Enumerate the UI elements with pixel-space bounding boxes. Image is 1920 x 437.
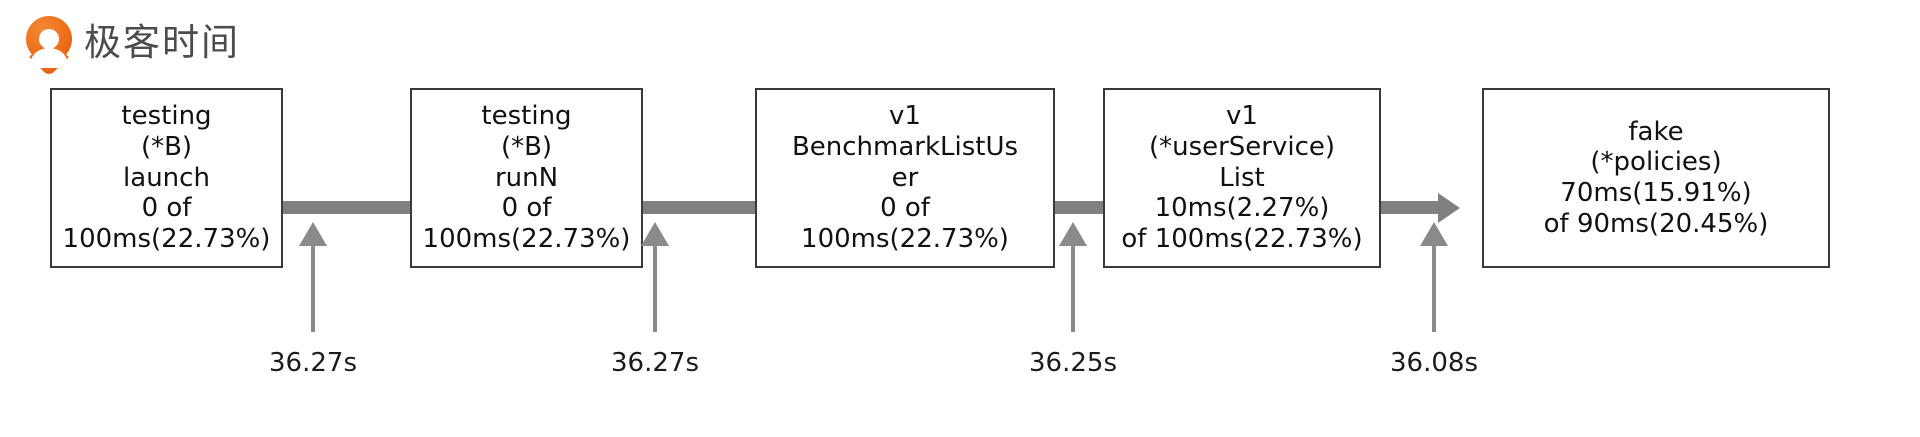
brand-header: 极客时间 bbox=[26, 16, 240, 68]
timestamp-label: 36.27s bbox=[269, 348, 357, 378]
flow-node-line: 10ms(2.27%) bbox=[1154, 193, 1330, 224]
flow-node-line: (*policies) bbox=[1590, 147, 1722, 178]
flow-node-line: 100ms(22.73%) bbox=[62, 224, 271, 254]
flow-node-line: testing bbox=[121, 101, 212, 132]
flow-node-line: v1 bbox=[1226, 101, 1258, 132]
flow-node-line: testing bbox=[481, 101, 572, 132]
flow-node[interactable]: fake(*policies)70ms(15.91%)of 90ms(20.45… bbox=[1482, 88, 1830, 268]
flow-connector bbox=[1381, 201, 1440, 214]
timestamp-label: 36.08s bbox=[1390, 348, 1478, 378]
flow-node-line: 0 of bbox=[141, 193, 192, 224]
flow-node-line: of 100ms(22.73%) bbox=[1121, 224, 1363, 254]
flow-node-line: v1 bbox=[889, 101, 921, 132]
flow-node-line: 70ms(15.91%) bbox=[1560, 178, 1752, 208]
flow-connector bbox=[1055, 201, 1103, 214]
timestamp-up-arrow-icon bbox=[299, 222, 327, 332]
flow-node-line: launch bbox=[123, 162, 210, 193]
geektime-pin-icon bbox=[26, 16, 72, 68]
flow-node-line: 100ms(22.73%) bbox=[801, 224, 1009, 254]
timestamp-up-arrow-icon bbox=[641, 222, 669, 332]
flow-node-line: (*userService) bbox=[1148, 131, 1336, 162]
flow-node-line: runN bbox=[494, 162, 559, 193]
flow-node-line: (*B) bbox=[500, 131, 553, 162]
flow-node-line: (*B) bbox=[140, 131, 193, 162]
timestamp-label: 36.25s bbox=[1029, 348, 1117, 378]
flow-connector bbox=[283, 201, 410, 214]
flow-connector bbox=[643, 201, 755, 214]
timestamp-label: 36.27s bbox=[611, 348, 699, 378]
brand-name: 极客时间 bbox=[84, 20, 240, 64]
flow-node-line: 0 of bbox=[880, 193, 930, 224]
timestamp-up-arrow-icon bbox=[1420, 222, 1448, 332]
flow-node-line: of 90ms(20.45%) bbox=[1543, 208, 1769, 239]
flow-node-line: er bbox=[891, 162, 919, 193]
flow-node-line: 100ms(22.73%) bbox=[422, 224, 631, 254]
flow-node-line: BenchmarkListUs bbox=[791, 131, 1019, 162]
timestamp-up-arrow-icon bbox=[1059, 222, 1087, 332]
connector-arrow-icon bbox=[1438, 193, 1460, 223]
flow-node-line: 0 of bbox=[501, 193, 552, 224]
flow-node-line: List bbox=[1219, 162, 1265, 193]
flow-node-line: fake bbox=[1628, 116, 1684, 147]
